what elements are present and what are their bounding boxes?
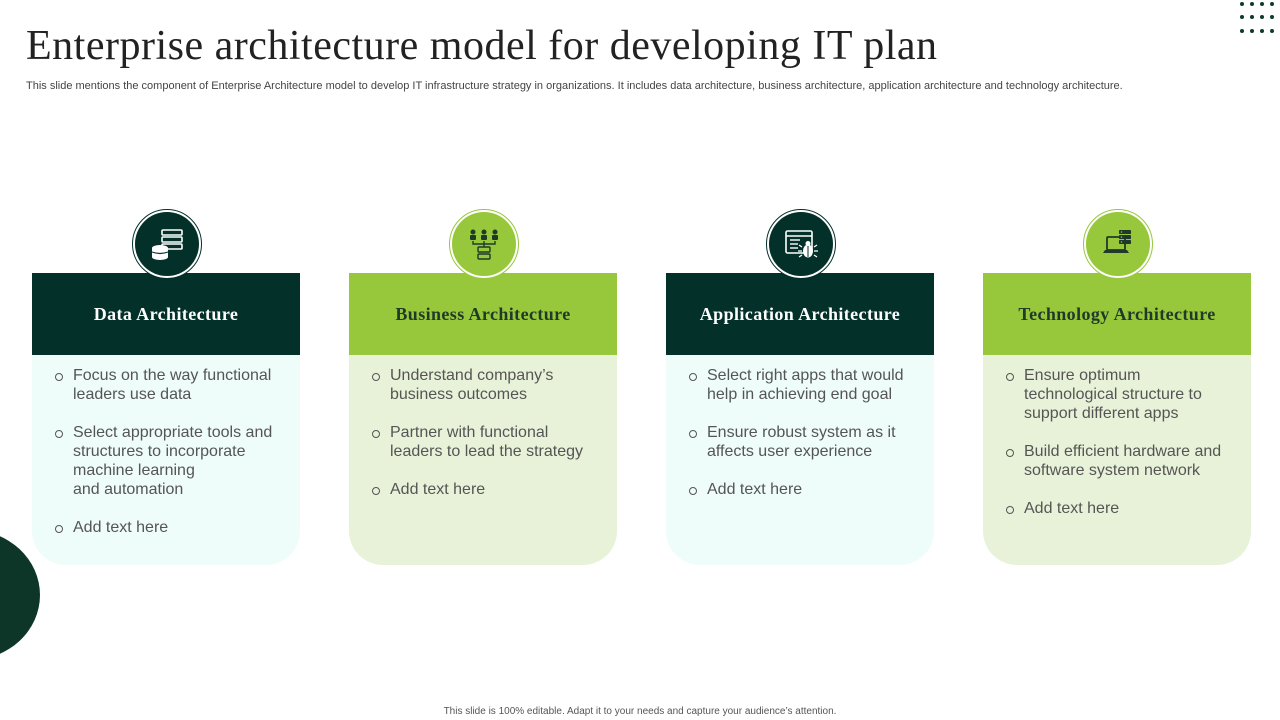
card-application-architecture: Application Architecture Select right ap… [666,209,934,565]
card-business-architecture: Business Architecture Understand company… [349,209,617,565]
list-item: Add text here [371,480,601,499]
card-heading: Technology Architecture [983,273,1251,355]
card-data-architecture: Data Architecture Focus on the way funct… [32,209,300,565]
list-item: Add text here [54,518,284,537]
card-body [32,353,300,565]
icon-circle [449,209,519,279]
database-icon [135,212,199,276]
icon-circle [1083,209,1153,279]
card-heading: Business Architecture [349,273,617,355]
icon-circle [766,209,836,279]
list-item: Add text here [688,480,918,499]
card-heading: Application Architecture [666,273,934,355]
card-body [983,353,1251,565]
slide-title: Enterprise architecture model for develo… [26,23,938,69]
slide-subtitle: This slide mentions the component of Ent… [26,80,1123,92]
server-laptop-icon [1086,212,1150,276]
app-bug-icon [769,212,833,276]
icon-circle [132,209,202,279]
card-heading: Data Architecture [32,273,300,355]
card-body [666,353,934,565]
org-chart-icon [452,212,516,276]
decorative-dot-grid [1240,2,1274,36]
card-body [349,353,617,565]
footer-note: This slide is 100% editable. Adapt it to… [443,706,837,717]
list-item: Add text here [1005,499,1235,518]
